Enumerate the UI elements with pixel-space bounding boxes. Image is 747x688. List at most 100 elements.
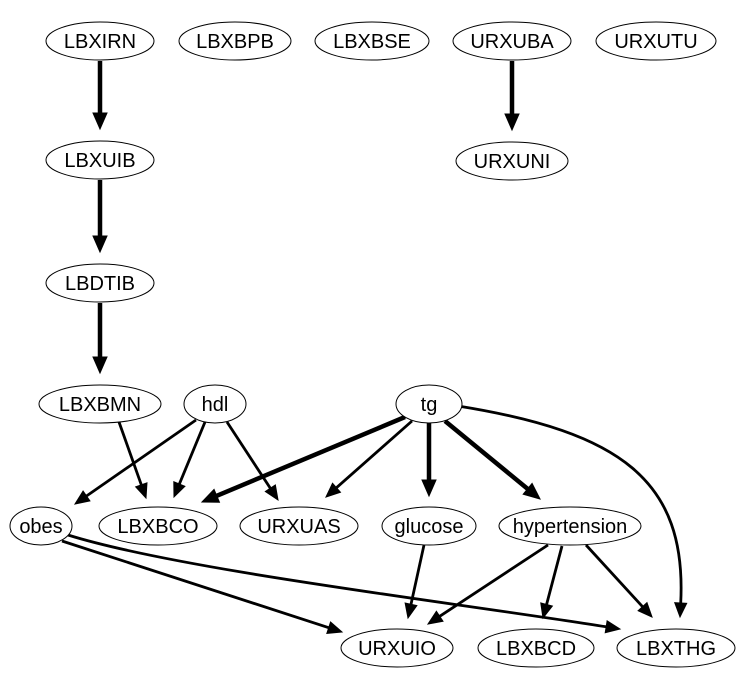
node-ellipse <box>314 21 430 61</box>
arrowhead <box>200 488 221 503</box>
node-lbdtib: LBDTIB <box>45 263 155 303</box>
node-ellipse <box>395 384 463 424</box>
edge-line <box>85 418 197 498</box>
arrowhead <box>540 602 554 620</box>
node-label: LBXBSE <box>333 31 411 53</box>
node-ellipse <box>45 21 155 61</box>
node-urxuas: URXUAS <box>239 506 359 546</box>
edge-line <box>67 533 607 629</box>
node-ellipse <box>45 263 155 303</box>
node-label: URXUNI <box>474 151 551 173</box>
arrowhead <box>173 481 186 499</box>
edge-hypertension-to-lbxthg <box>584 544 653 618</box>
edge-hdl-to-obes <box>73 418 197 505</box>
node-ellipse <box>98 506 218 546</box>
node-lbxbpb: LBXBPB <box>178 21 292 61</box>
edge-line <box>335 419 413 489</box>
node-label: glucose <box>395 516 464 538</box>
node-label: LBXBMN <box>59 394 141 416</box>
edge-obes-to-lbxthg <box>67 533 622 634</box>
node-label: LBXTHG <box>636 638 716 660</box>
node-ellipse <box>452 21 572 61</box>
edge-line <box>584 544 644 608</box>
arrowhead <box>637 601 653 618</box>
node-label: URXUTU <box>614 31 697 53</box>
arrowhead <box>522 482 541 500</box>
node-ellipse <box>595 21 717 61</box>
edge-line <box>409 544 426 605</box>
arrowhead <box>426 610 444 625</box>
edge-line <box>178 421 207 485</box>
node-ellipse <box>340 628 454 668</box>
arrowhead <box>673 602 688 619</box>
arrowhead <box>134 482 148 500</box>
edge-hypertension-to-lbxbcd <box>540 545 564 620</box>
edge-lbdtib-to-lbxbmn <box>92 303 108 375</box>
node-ellipse <box>455 141 569 181</box>
node-lbxbcd: LBXBCD <box>477 628 595 668</box>
node-urxuni: URXUNI <box>455 141 569 181</box>
node-ellipse <box>45 140 155 180</box>
node-label: LBXBCO <box>117 516 198 538</box>
node-hypertension: hypertension <box>498 506 642 546</box>
arrowhead <box>325 482 342 498</box>
edge-lbxbmn-to-lbxbco <box>117 421 148 500</box>
arrowhead <box>92 356 108 375</box>
arrowhead <box>73 490 91 505</box>
arrowhead <box>92 235 108 254</box>
node-label: LBXIRN <box>64 31 136 53</box>
edge-lbxuib-to-lbdtib <box>92 180 108 254</box>
node-label: LBXBPB <box>196 31 274 53</box>
node-lbxbmn: LBXBMN <box>38 384 162 424</box>
edge-urxuba-to-urxuni <box>504 61 520 132</box>
node-urxutu: URXUTU <box>595 21 717 61</box>
node-hdl: hdl <box>183 384 247 424</box>
node-ellipse <box>9 506 73 546</box>
arrowhead <box>264 484 279 502</box>
edge-hypertension-to-urxuio <box>426 543 549 625</box>
node-lbxuib: LBXUIB <box>45 140 155 180</box>
node-label: obes <box>19 516 62 538</box>
node-lbxbco: LBXBCO <box>98 506 218 546</box>
edge-line <box>61 539 330 630</box>
node-lbxirn: LBXIRN <box>45 21 155 61</box>
edge-tg-to-lbxbco <box>200 414 406 503</box>
node-ellipse <box>183 384 247 424</box>
edge-line <box>117 421 143 486</box>
node-urxuba: URXUBA <box>452 21 572 61</box>
edge-lbxirn-to-lbxuib <box>92 61 108 131</box>
node-label: hypertension <box>513 516 628 538</box>
edge-tg-to-lbxthg <box>457 404 688 619</box>
node-layer: LBXIRN LBXBPB LBXBSE URXUBA URXUTU LBXUIB URXU… <box>9 21 736 668</box>
node-ellipse <box>178 21 292 61</box>
arrowhead <box>326 621 344 634</box>
arrowhead <box>92 112 108 131</box>
node-ellipse <box>616 628 736 668</box>
edge-tg-to-urxuas <box>325 419 413 498</box>
node-tg: tg <box>395 384 463 424</box>
node-label: URXUBA <box>470 31 554 53</box>
node-urxuio: URXUIO <box>340 628 454 668</box>
arrowhead <box>604 620 622 634</box>
node-label: LBXBCD <box>496 638 576 660</box>
edge-glucose-to-urxuio <box>404 544 426 620</box>
node-ellipse <box>239 506 359 546</box>
edge-line <box>457 404 683 604</box>
node-label: LBXUIB <box>64 150 135 172</box>
node-lbxthg: LBXTHG <box>616 628 736 668</box>
edge-line <box>545 545 564 605</box>
edge-line <box>438 543 549 618</box>
node-ellipse <box>381 506 477 546</box>
node-glucose: glucose <box>381 506 477 546</box>
node-label: URXUIO <box>358 638 436 660</box>
edge-hdl-to-lbxbco <box>173 421 207 499</box>
node-label: hdl <box>202 394 229 416</box>
node-label: URXUAS <box>257 516 340 538</box>
edge-layer <box>61 61 688 634</box>
node-ellipse <box>498 506 642 546</box>
arrowhead <box>404 602 418 620</box>
edge-tg-to-glucose <box>421 423 437 498</box>
node-ellipse <box>38 384 162 424</box>
edge-line <box>215 414 406 498</box>
